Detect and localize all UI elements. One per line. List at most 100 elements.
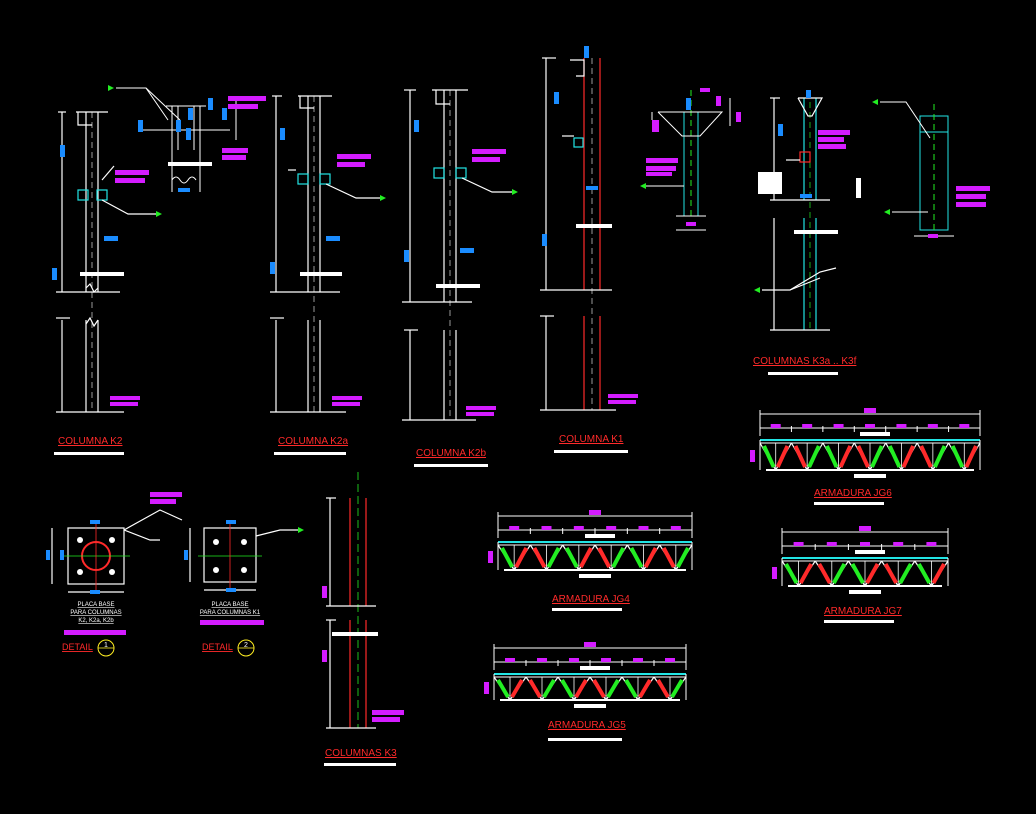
dim-tag-magenta [606, 526, 617, 530]
detail-2-number: 2 [244, 642, 248, 649]
truss-member-highlight [887, 445, 902, 468]
dim-tag-magenta [670, 526, 681, 530]
truss-member-highlight [532, 547, 547, 568]
dim-tag-magenta [322, 586, 327, 598]
title-underline [554, 450, 628, 453]
column-k3 [326, 472, 376, 729]
note-magenta [646, 172, 672, 176]
dim-tag-white [80, 272, 124, 276]
title-underline [274, 452, 346, 455]
truss-member-highlight [546, 547, 561, 568]
truss-member-highlight [901, 445, 915, 468]
truss-member-highlight [597, 547, 611, 568]
dim-tag-white [585, 534, 615, 538]
truss-member-highlight [643, 547, 658, 568]
truss-member-highlight [542, 678, 556, 699]
arrow-green [754, 287, 760, 293]
truss-member-highlight [870, 445, 884, 468]
title-underline [324, 763, 396, 766]
column-k3a-k3f [762, 92, 837, 331]
title-truss-jg4: ARMADURA JG4 [552, 594, 630, 605]
detail-1-caption-line3: K2, K2a, K2b [78, 618, 114, 624]
note-magenta [472, 149, 506, 154]
truss-member-highlight [661, 547, 676, 568]
dim-tag-magenta [633, 658, 643, 662]
note-magenta [150, 492, 182, 497]
note-magenta [337, 162, 365, 167]
title-underline [552, 608, 622, 611]
truss-jg4 [488, 510, 693, 578]
note-magenta [115, 178, 145, 183]
note-magenta [956, 202, 986, 207]
dim-tag-magenta [505, 658, 515, 662]
dim-tag-blue [188, 108, 193, 120]
truss-member-highlight [798, 563, 813, 584]
dim-tag-white [332, 632, 378, 636]
dim-tag-blue [46, 550, 50, 560]
truss-member-highlight [917, 563, 932, 584]
dim-tag-magenta [865, 424, 875, 428]
title-columns-k3a-k3f: COLUMNAS K3a .. K3f [753, 356, 857, 367]
dim-tag-magenta [959, 424, 970, 428]
detail-1-number: 1 [104, 642, 108, 649]
dim-tag-magenta [322, 650, 327, 662]
detail-1-caption-line2: PARA COLUMNAS [70, 610, 121, 616]
truss-member-highlight [817, 563, 832, 584]
truss-member-highlight [560, 678, 574, 699]
note-magenta [608, 394, 638, 398]
truss-member-highlight [528, 678, 542, 699]
truss-member-highlight [775, 445, 790, 468]
detail-2-caption-line2: PARA COLUMNAS K1 [200, 610, 261, 616]
truss-member-highlight [564, 547, 579, 568]
note-magenta [228, 104, 258, 109]
dim-tag-magenta [584, 642, 596, 647]
note-magenta [110, 396, 140, 400]
dim-tag-magenta [700, 88, 710, 92]
dim-tag-blue [222, 108, 227, 120]
dim-tag-blue [52, 268, 57, 280]
column-k1-top-detail [642, 90, 731, 231]
dim-tag-magenta [589, 510, 601, 515]
truss-member-highlight [950, 445, 965, 468]
arrow-green [108, 85, 114, 91]
truss-member-highlight [919, 445, 933, 468]
dim-tag-white [849, 590, 881, 594]
note-magenta [200, 620, 264, 625]
dim-tag-blue [800, 194, 812, 198]
title-columns-k3: COLUMNAS K3 [325, 748, 397, 759]
truss-member-highlight [670, 678, 684, 699]
arrow-green [156, 211, 162, 217]
truss-member-highlight [638, 678, 652, 699]
dim-tag-magenta [770, 424, 781, 428]
note-magenta [110, 402, 138, 406]
note-magenta [372, 717, 400, 722]
dim-tag-blue [176, 120, 181, 132]
detail-2-caption-line1: PLACA BASE [211, 602, 248, 608]
dim-tag-magenta [638, 526, 649, 530]
dim-tag-magenta [826, 542, 837, 546]
dim-tag-magenta [926, 542, 937, 546]
dim-tag-blue [806, 90, 811, 98]
dim-tag-magenta [896, 424, 907, 428]
dim-tag-magenta [750, 450, 755, 462]
truss-member-highlight [656, 678, 670, 699]
column-k2-top-detail [116, 87, 237, 192]
dim-tag-white [300, 272, 342, 276]
dim-tag-blue [178, 188, 190, 192]
dim-tag-white [576, 224, 612, 228]
title-column-k1: COLUMNA K1 [559, 434, 624, 445]
dim-tag-white [854, 474, 886, 478]
base-plate-detail-2 [189, 522, 298, 591]
note-magenta [818, 130, 850, 135]
title-column-k2: COLUMNA K2 [58, 436, 123, 447]
dim-tag-blue [280, 128, 285, 140]
truss-member-highlight [784, 563, 799, 584]
column-k2 [56, 111, 156, 413]
column-k2b [402, 89, 512, 421]
note-magenta [818, 137, 844, 142]
truss-member-highlight [500, 547, 514, 568]
anchor-bolts [213, 539, 247, 573]
dim-tag-magenta [541, 526, 552, 530]
truss-member-highlight [514, 547, 529, 568]
truss-member-highlight [592, 678, 606, 699]
